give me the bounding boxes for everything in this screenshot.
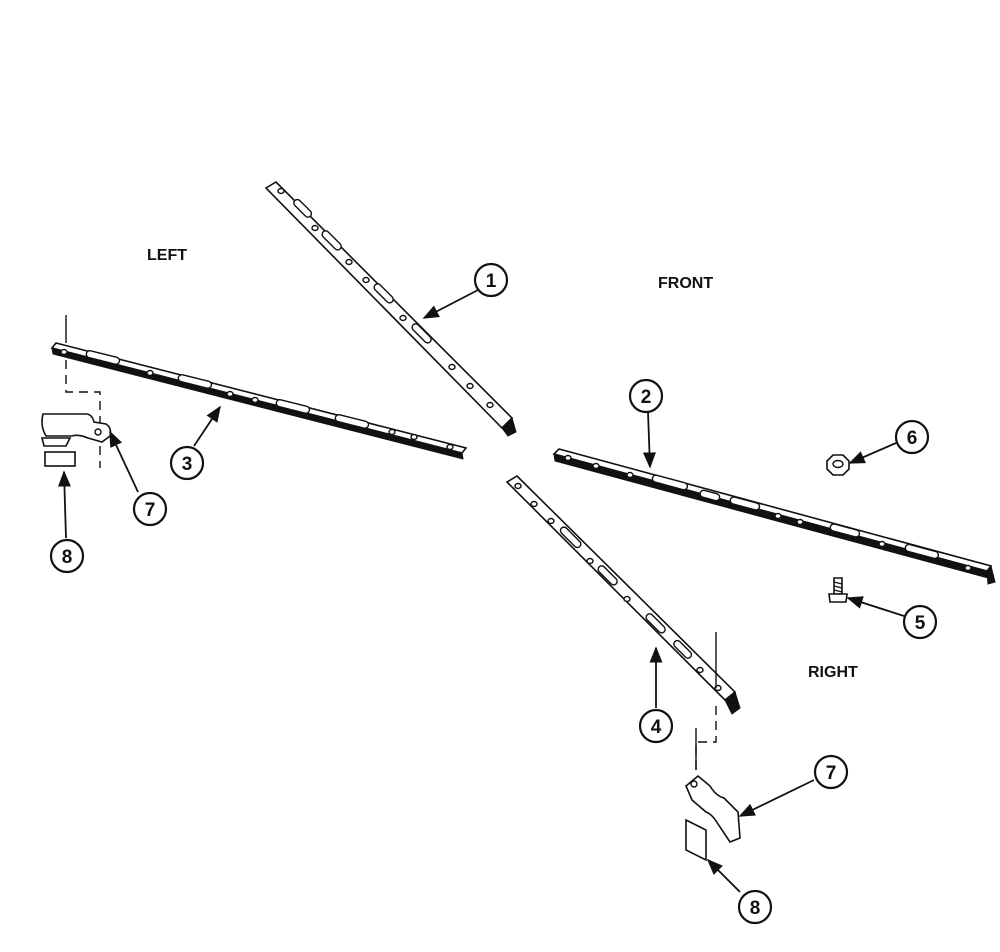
callout-3: 3 bbox=[169, 445, 205, 481]
rail-part-4 bbox=[505, 474, 741, 715]
callout-number: 8 bbox=[750, 898, 761, 919]
shim-right-8 bbox=[685, 818, 707, 862]
left-bracket-assembly bbox=[40, 315, 112, 468]
screw-part-5 bbox=[828, 577, 848, 603]
callout-5: 5 bbox=[902, 604, 938, 640]
callout-number: 3 bbox=[182, 454, 193, 475]
callout-2: 2 bbox=[628, 378, 664, 414]
leader-lines bbox=[57, 289, 905, 893]
label-left: LEFT bbox=[147, 247, 187, 264]
callout-number: 7 bbox=[826, 763, 837, 784]
callout-8-right: 8 bbox=[737, 889, 773, 925]
callout-1: 1 bbox=[473, 262, 509, 298]
callout-number: 5 bbox=[915, 613, 926, 634]
callout-8-left: 8 bbox=[49, 538, 85, 574]
callout-6: 6 bbox=[894, 419, 930, 455]
callout-number: 2 bbox=[641, 387, 652, 408]
label-right: RIGHT bbox=[808, 664, 858, 681]
callout-7-left: 7 bbox=[132, 491, 168, 527]
rail-part-3 bbox=[50, 342, 468, 460]
nut-part-6 bbox=[826, 454, 850, 476]
callout-4: 4 bbox=[638, 708, 674, 744]
callout-number: 4 bbox=[651, 717, 662, 738]
right-bracket-assembly bbox=[685, 632, 741, 862]
callout-number: 6 bbox=[907, 428, 918, 449]
rail-part-2 bbox=[552, 448, 996, 585]
callout-number: 1 bbox=[486, 271, 497, 292]
callout-7-right: 7 bbox=[813, 754, 849, 790]
rail-part-1 bbox=[264, 180, 517, 437]
label-front: FRONT bbox=[658, 275, 713, 292]
callout-number: 7 bbox=[145, 500, 156, 521]
shim-left-8 bbox=[44, 451, 76, 467]
callout-number: 8 bbox=[62, 547, 73, 568]
